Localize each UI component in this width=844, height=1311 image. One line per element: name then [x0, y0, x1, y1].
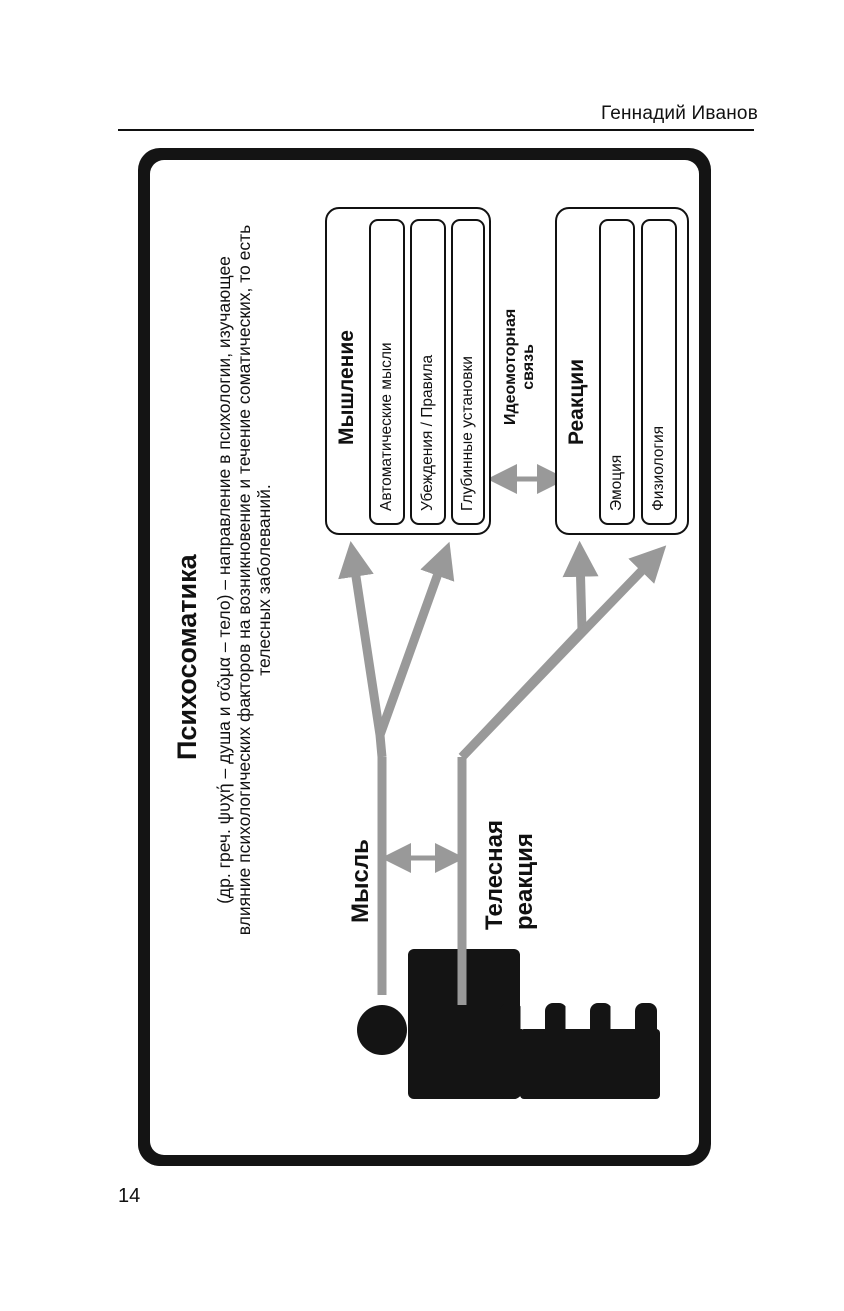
- thought-label: Мысль: [347, 839, 374, 923]
- thinking-box: Мышление Автоматические мысли Убеждения …: [325, 207, 491, 535]
- thinking-box-title: Мышление: [335, 330, 358, 445]
- ideomotor-label: Идеомоторная связь: [502, 309, 538, 425]
- page-number: 14: [118, 1185, 141, 1207]
- reactions-box: Реакции Эмоция Физиология: [555, 207, 689, 535]
- header-rule: [118, 129, 754, 131]
- spiral-head-icon: [165, 1060, 246, 1137]
- body-reaction-line2: реакция: [511, 833, 538, 930]
- card-description: (др. греч. ψυχή – душа и σῶμα – тело) – …: [214, 224, 274, 936]
- body-figure: [357, 949, 660, 1099]
- card-title: Психосоматика: [172, 554, 202, 760]
- thinking-item-2: Убеждения / Правила: [410, 219, 446, 525]
- ideomotor-line1: Идеомоторная: [502, 308, 519, 425]
- reactions-item-2: Физиология: [641, 219, 677, 525]
- reactions-box-title: Реакции: [565, 358, 588, 445]
- reactions-item-1: Эмоция: [599, 219, 635, 525]
- thinking-item-3: Глубинные установки: [451, 219, 485, 525]
- body-reaction-line1: Телесная: [481, 820, 508, 930]
- diagram: Психосоматика (др. греч. ψυχή – душа и σ…: [150, 160, 699, 1155]
- thinking-item-1: Автоматические мысли: [369, 219, 405, 525]
- body-reaction-label: Телесная реакция: [480, 820, 540, 930]
- ideomotor-line2: связь: [520, 344, 537, 390]
- author-header: Геннадий Иванов: [601, 103, 758, 124]
- diagram-lines: [338, 464, 667, 1099]
